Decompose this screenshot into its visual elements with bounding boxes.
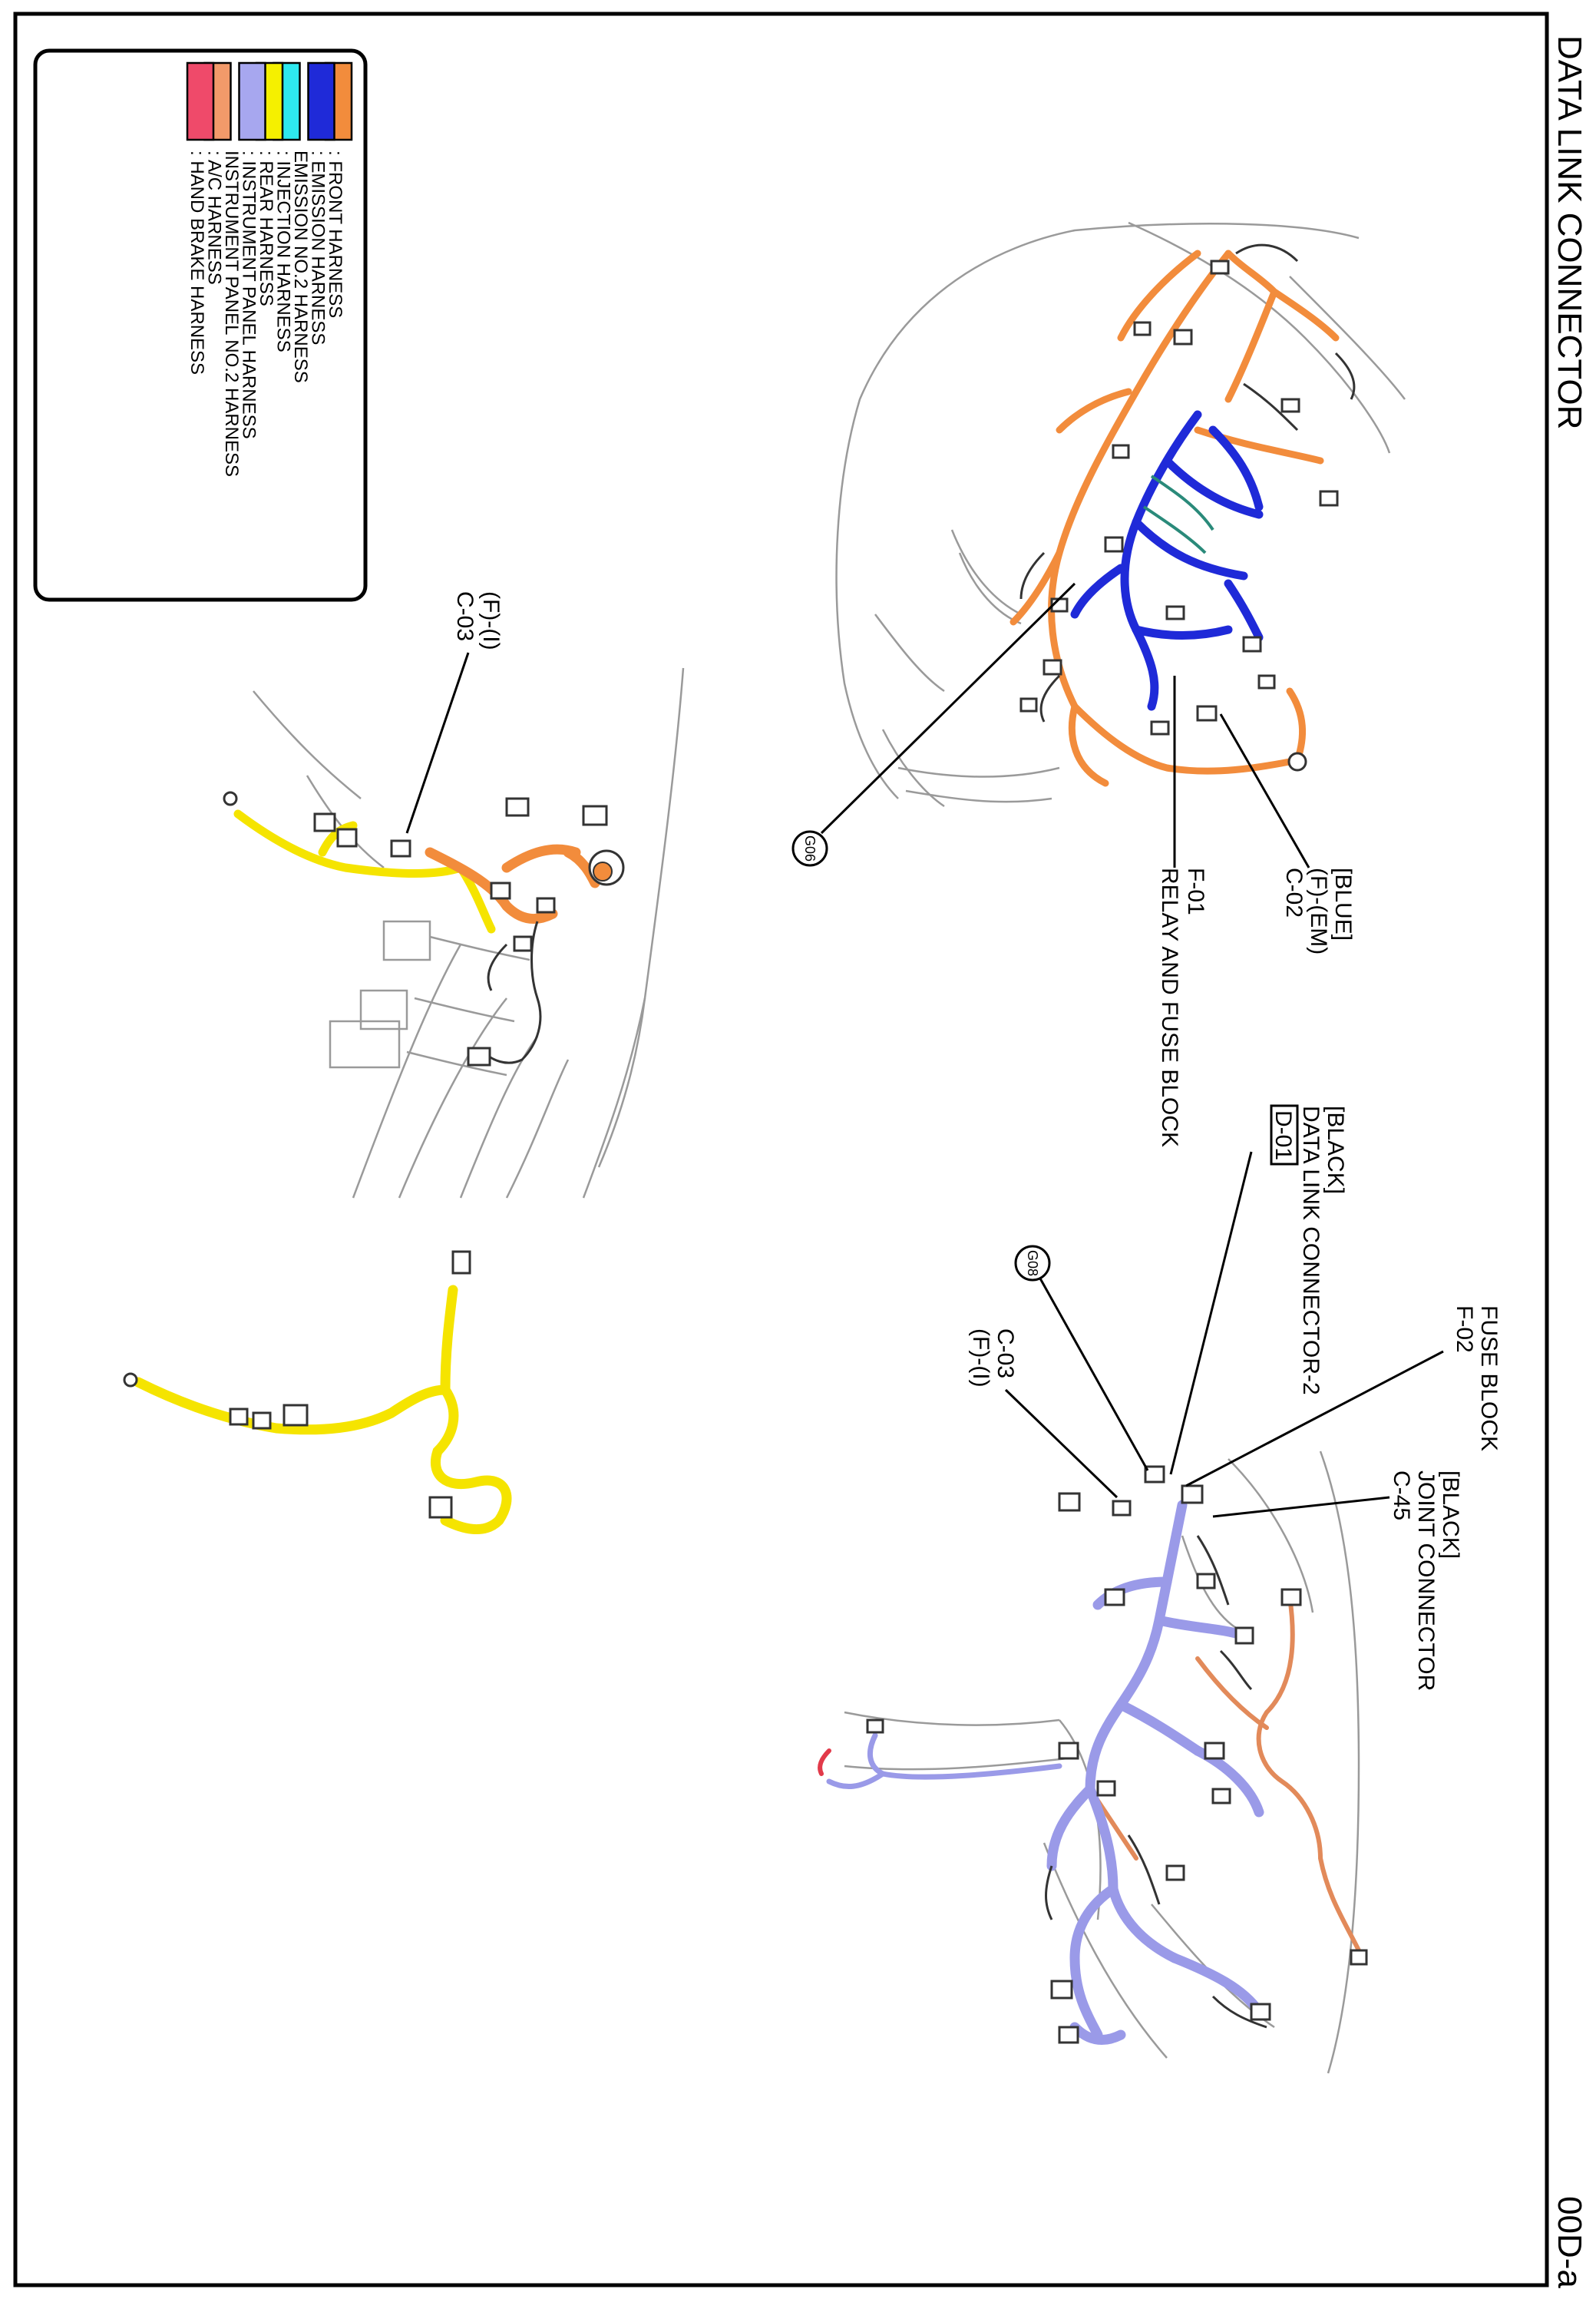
instrument-connectors — [866, 1465, 1368, 2044]
c02-line-3: C-02 — [1281, 868, 1307, 918]
front-harness — [1009, 250, 1340, 787]
g06-leader — [820, 582, 1076, 835]
legend-swatch — [307, 61, 335, 141]
rear-harness-upper — [233, 809, 496, 934]
legend-label: EMISSION NO.2 HARNESS — [290, 151, 311, 383]
d01-line-2: DATA LINK CONNECTOR-2 — [1298, 1106, 1323, 1395]
legend-label: : EMISSION HARNESS — [308, 151, 329, 345]
c03-right-line-2: (F)-(I) — [968, 1328, 993, 1388]
c03-left-leader — [405, 652, 470, 834]
legend-label: : FRONT HARNESS — [325, 151, 345, 318]
instrument-panel-harness — [1046, 1500, 1264, 2046]
f01-line-1: F-01 — [1183, 868, 1208, 915]
f02-line-2: F-02 — [1452, 1305, 1477, 1353]
g06-badge: G06 — [791, 830, 828, 867]
page-code: 00D-a — [1551, 2196, 1588, 2288]
g06-text: G06 — [802, 835, 818, 862]
c45-label: [BLACK] JOINT CONNECTOR C-45 — [1389, 1470, 1463, 1691]
c45-line-2: JOINT CONNECTOR — [1413, 1470, 1439, 1691]
instrument-thin-wires — [1045, 1535, 1267, 2029]
legend-swatch — [238, 61, 266, 141]
rear-body-outline — [253, 667, 685, 1199]
legend-swatch — [186, 61, 215, 141]
legend-box — [33, 48, 368, 602]
g08-text: G08 — [1025, 1250, 1040, 1276]
c45-line-1: [BLACK] — [1438, 1470, 1463, 1559]
c03-right-line-1: C-03 — [993, 1328, 1018, 1378]
engine-compartment-outline — [835, 221, 1406, 808]
emission-no2-harness — [1142, 475, 1214, 554]
engine-connectors — [1019, 260, 1339, 736]
rear-ground-terminal — [593, 862, 613, 882]
c45-line-3: C-45 — [1389, 1470, 1414, 1520]
f02-leader — [1185, 1350, 1444, 1487]
legend-label: : INSTRUMENT PANEL HARNESS — [239, 151, 259, 439]
instrument-panel-harness-left-branch — [826, 1732, 1062, 1790]
c03-left-line-2: C-03 — [452, 591, 477, 641]
c45-leader — [1212, 1496, 1390, 1518]
c02-leader — [1219, 713, 1310, 868]
rear-thin-wires — [482, 921, 542, 1064]
rear-lower-ground — [123, 1372, 138, 1388]
legend-label: : A/C HARNESS — [204, 151, 225, 285]
f02-label: FUSE BLOCK F-02 — [1452, 1305, 1502, 1451]
d01-line-1: [BLACK] — [1323, 1106, 1348, 1194]
rear-connectors — [313, 797, 608, 1067]
instrument-panel-outline — [844, 1451, 1360, 2074]
engine-thin-wires — [1019, 243, 1356, 723]
d01-label: [BLACK] DATA LINK CONNECTOR-2 D-01 — [1270, 1104, 1348, 1395]
page-title: DATA LINK CONNECTOR — [1551, 35, 1588, 429]
f01-line-2: RELAY AND FUSE BLOCK — [1157, 868, 1182, 1147]
legend-label: : INJECTION HARNESS — [273, 151, 294, 352]
legend: : FRONT HARNESS: EMISSION HARNESSEMISSIO… — [33, 48, 368, 602]
d01-box-text: D-01 — [1271, 1110, 1296, 1160]
rear-lower-connectors — [229, 1250, 471, 1519]
c02-line-1: [BLUE] — [1330, 868, 1356, 941]
c03-right-leader — [1004, 1388, 1119, 1499]
c03-left-line-1: (F)-(I) — [478, 591, 504, 650]
c02-line-2: (F)-(EM) — [1306, 868, 1331, 954]
engine-ground-terminal — [1287, 752, 1307, 772]
legend-label: : REAR HARNESS — [256, 151, 276, 306]
c03-left-label: (F)-(I) C-03 — [452, 591, 504, 650]
hand-brake-harness — [818, 1748, 831, 1776]
legend-label: : HAND BRAKE HARNESS — [187, 151, 207, 375]
f01-label: F-01 RELAY AND FUSE BLOCK — [1157, 868, 1208, 1147]
g08-badge: G08 — [1014, 1245, 1051, 1282]
legend-label: INSTRUMENT PANEL NO.2 HARNESS — [221, 151, 242, 477]
emission-harness — [1070, 410, 1264, 711]
c02-label: [BLUE] (F)-(EM) C-02 — [1281, 868, 1356, 954]
ac-harness-upper — [425, 844, 600, 925]
page-frame — [13, 12, 1549, 2287]
rear-ground-small — [223, 791, 238, 806]
rear-harness-lower — [133, 1285, 512, 1535]
f02-line-1: FUSE BLOCK — [1476, 1305, 1502, 1451]
legend-items: : FRONT HARNESS: EMISSION HARNESSEMISSIO… — [186, 61, 353, 477]
g08-leader — [1039, 1278, 1149, 1471]
c03-right-label: C-03 (F)-(I) — [968, 1328, 1018, 1388]
d01-leader — [1169, 1151, 1253, 1475]
d01-box — [1270, 1104, 1299, 1166]
